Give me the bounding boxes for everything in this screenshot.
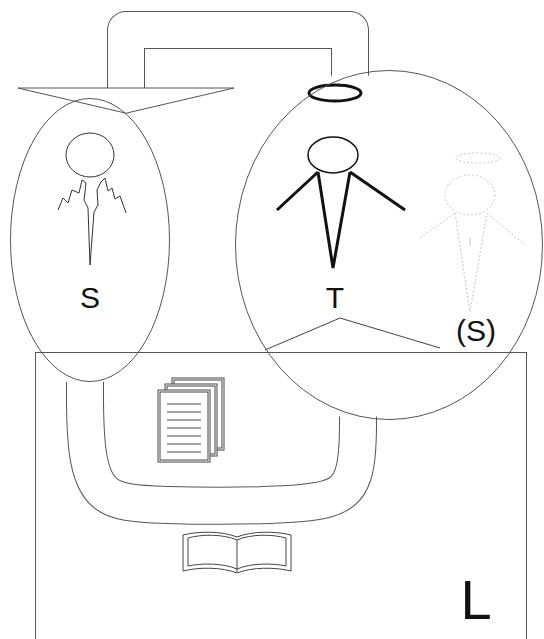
node-outline xyxy=(10,98,170,382)
documents-icon xyxy=(158,378,224,462)
halo xyxy=(456,153,500,163)
faded-figure xyxy=(420,153,525,312)
node-label: (S) xyxy=(456,316,496,346)
figure-head xyxy=(66,133,114,177)
figure-body xyxy=(420,213,525,312)
node-label: T xyxy=(326,283,344,313)
figure-circle: T (S) xyxy=(235,70,543,420)
figure-mark xyxy=(470,238,471,246)
band-fill xyxy=(126,30,350,88)
ellipse-outline xyxy=(236,71,543,420)
node-outline xyxy=(35,352,527,639)
node-label: S xyxy=(80,283,100,313)
figure-head xyxy=(308,137,358,173)
halo xyxy=(309,85,361,101)
region-box: L xyxy=(35,352,527,639)
node-outline xyxy=(235,70,543,420)
bracket-lines xyxy=(265,318,440,350)
node-label: L xyxy=(460,572,491,628)
arrowhead xyxy=(18,88,234,113)
haloed-figure xyxy=(277,85,405,268)
figure-body xyxy=(277,172,405,268)
broken-figure xyxy=(58,133,126,265)
book-icon xyxy=(183,532,291,573)
figure-body xyxy=(58,178,126,265)
rect-outline xyxy=(36,353,527,639)
figure-head xyxy=(445,175,495,215)
band-connector xyxy=(18,30,350,113)
band-outline xyxy=(126,30,350,88)
figure-ellipse: S xyxy=(10,98,170,382)
ellipse-outline xyxy=(11,99,170,382)
